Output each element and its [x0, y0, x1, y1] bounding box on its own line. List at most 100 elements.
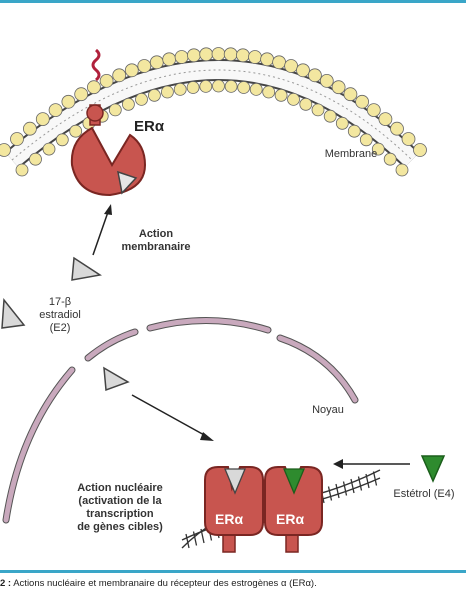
- lipid-head: [199, 80, 213, 93]
- noyau-label: Noyau: [312, 404, 344, 416]
- lipid-head: [355, 94, 370, 109]
- lipid-head: [74, 87, 89, 102]
- arrow-to-nucleus: [131, 394, 207, 437]
- lipid-head: [135, 93, 148, 106]
- lipid-head: [22, 121, 37, 136]
- membrane-receptor-label: ERα: [134, 118, 165, 135]
- lipid-head: [347, 124, 361, 138]
- lipid-head: [211, 47, 226, 61]
- lipid-head: [323, 109, 337, 123]
- action-membranaire-label: Action membranaire: [121, 228, 191, 253]
- lipid-head: [29, 152, 42, 166]
- top-rule: [0, 0, 466, 3]
- receptor-right: [264, 466, 323, 536]
- lipid-head: [15, 163, 29, 177]
- lipid-head: [235, 48, 250, 63]
- estradiol-triangle-icon: [1, 298, 26, 329]
- lipid-head: [383, 152, 397, 166]
- lipid-head: [371, 142, 385, 156]
- dna-rung: [372, 471, 378, 486]
- nuclear-envelope-fill: [3, 318, 358, 523]
- lipid-head: [262, 85, 276, 99]
- lipid-head: [121, 97, 135, 111]
- membrane-anchor: [91, 48, 101, 82]
- lipid-head: [108, 103, 122, 117]
- receptor-body: [70, 126, 147, 197]
- lipid-head: [55, 133, 69, 147]
- lipid-head: [335, 116, 349, 130]
- lipid-head: [69, 124, 83, 138]
- arrowhead-estetrol: [333, 459, 343, 469]
- lipid-head: [413, 143, 427, 157]
- membrane-label: Membrane: [324, 148, 378, 160]
- estetrol-triangle-icon: [420, 455, 446, 483]
- dna-rung: [365, 473, 370, 489]
- lipid-head: [287, 93, 300, 106]
- bottom-rule: [0, 570, 466, 573]
- dna-rung: [185, 533, 190, 549]
- lipid-head: [260, 52, 275, 67]
- lipid-head: [10, 132, 24, 146]
- lipid-head: [112, 68, 127, 83]
- nuclear-receptor-dimer: [204, 466, 323, 553]
- lipid-head: [311, 103, 325, 117]
- lipid-head: [42, 142, 56, 156]
- lipid-head: [212, 79, 225, 93]
- lipid-head: [307, 68, 322, 83]
- dimer-left-label: ERα: [215, 511, 244, 527]
- lipid-head: [249, 83, 263, 96]
- dna-rung: [357, 476, 363, 491]
- lipid-head: [378, 112, 393, 126]
- dna-rung: [350, 478, 355, 494]
- lipid-head: [35, 112, 50, 126]
- lipid-head: [174, 50, 189, 64]
- receptor-head: [86, 104, 104, 122]
- lipid-head: [199, 47, 214, 62]
- bound-estetrol-icon: [283, 468, 305, 495]
- lipid-head: [343, 87, 358, 102]
- lipid-head: [160, 85, 174, 99]
- lipid-head: [147, 88, 161, 102]
- lipid-head: [284, 59, 299, 73]
- estradiol-triangle-icon: [103, 366, 130, 392]
- arrowhead-membrane: [104, 204, 112, 215]
- lipid-head: [99, 74, 114, 88]
- membrane-receptor: [70, 48, 147, 197]
- lipid-head: [186, 81, 200, 94]
- lipid-head: [186, 48, 201, 63]
- receptor-left: [204, 466, 264, 536]
- arrowhead-nucleus: [200, 432, 214, 441]
- action-nucleaire-label: Action nucléaire (activation de la trans…: [77, 482, 163, 533]
- lipid-head: [162, 52, 177, 67]
- lipid-head: [61, 94, 76, 109]
- figure-caption: 2 : Actions nucléaire et membranaire du …: [0, 578, 317, 589]
- dna-rung: [342, 481, 348, 496]
- lipid-head: [223, 47, 238, 62]
- lipid-head: [173, 83, 187, 96]
- dna-rung: [327, 486, 333, 501]
- lipid-head: [124, 63, 139, 78]
- bound-estradiol-icon: [224, 468, 246, 495]
- estetrol-label: Estétrol (E4): [393, 488, 455, 500]
- lipid-head: [87, 80, 101, 95]
- lipid-head: [359, 133, 373, 147]
- lipid-head: [331, 80, 346, 95]
- lipid-head: [272, 55, 287, 70]
- lipid-head: [296, 63, 310, 78]
- bound-estradiol-icon: [117, 170, 138, 195]
- lipid-head: [395, 163, 409, 177]
- lipid-head: [149, 55, 164, 70]
- lipid-head: [274, 88, 288, 102]
- lipid-head: [0, 143, 11, 157]
- estradiol-label: 17-β estradiol (E2): [39, 296, 81, 334]
- dna-rung: [200, 528, 205, 544]
- dna-rung: [335, 483, 340, 499]
- lipid-head: [299, 97, 313, 111]
- lipid-head: [137, 59, 152, 73]
- lipid-head: [248, 50, 262, 64]
- arrow-to-membrane-receptor: [92, 211, 109, 256]
- lipid-head: [390, 121, 404, 136]
- lipid-head: [48, 103, 63, 117]
- lipid-head: [237, 81, 251, 94]
